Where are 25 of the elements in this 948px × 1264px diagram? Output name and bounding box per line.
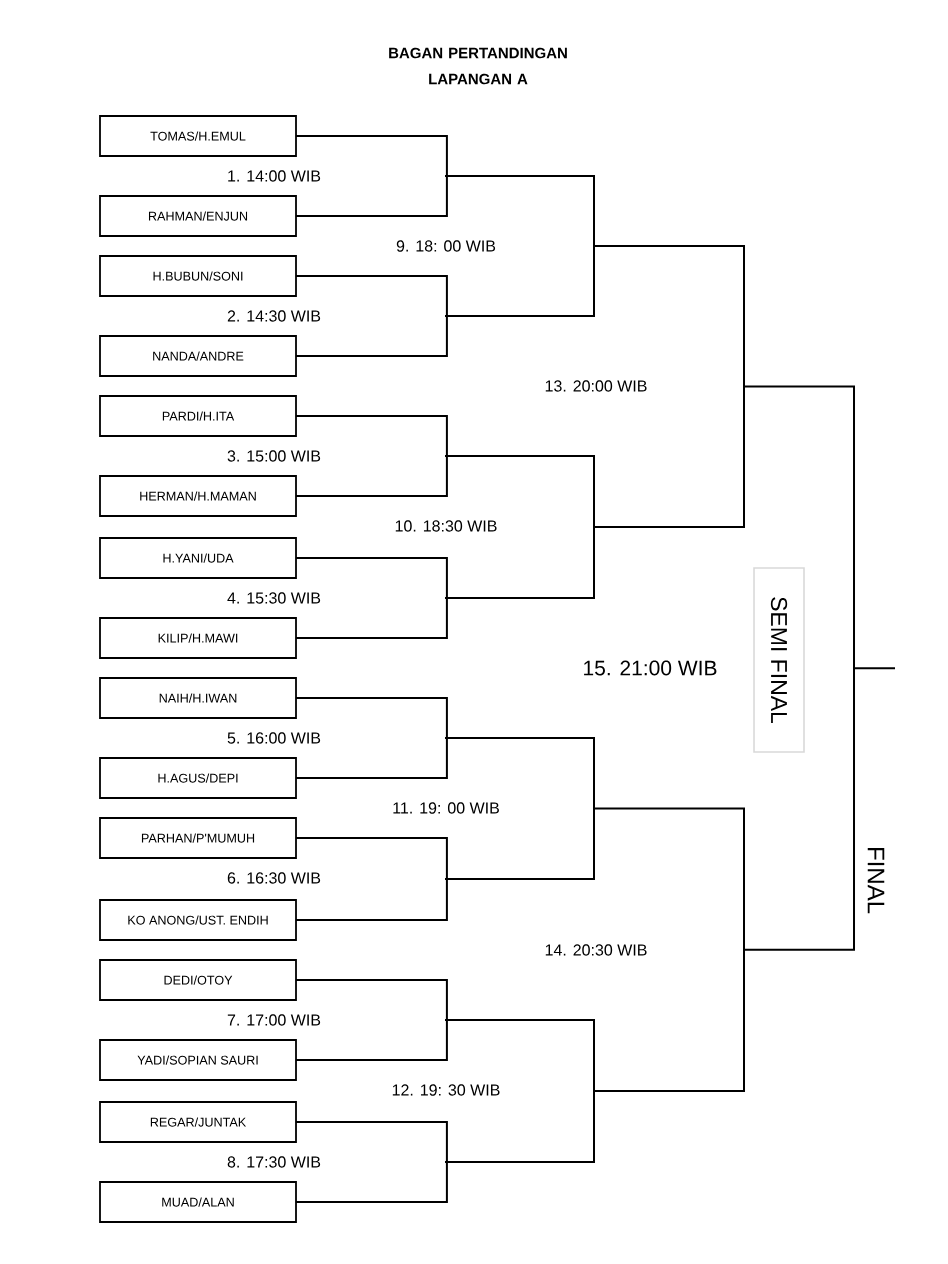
- bracket-line: [295, 837, 448, 921]
- match-time: 2. 14:30 WIB: [227, 310, 321, 322]
- match-time: 14. 20:30 WIB: [545, 944, 647, 956]
- match-time: 7. 17:00 WIB: [227, 1014, 321, 1026]
- final-label: FINAL: [867, 848, 885, 914]
- match-time: 5. 16:00 WIB: [227, 732, 321, 744]
- bracket-line: [295, 557, 448, 639]
- match-time: 13. 20:00 WIB: [545, 380, 647, 392]
- bracket-line: [295, 697, 448, 779]
- bracket-line: [295, 979, 448, 1061]
- match-time: 10. 18:30 WIB: [395, 520, 497, 532]
- match-time: 9. 18: 00 WIB: [396, 240, 496, 252]
- match-time: 12. 19: 30 WIB: [392, 1084, 500, 1096]
- round-label-box: SEMI FINAL: [753, 567, 805, 753]
- match-time: 1. 14:00 WIB: [228, 170, 321, 182]
- bracket-line: [295, 135, 448, 217]
- bracket-line: [295, 1121, 448, 1203]
- match-time: 4. 15:30 WIB: [227, 592, 321, 604]
- match-time: 8. 17:30 WIB: [227, 1156, 321, 1168]
- match-time: 6. 16:30 WIB: [227, 872, 321, 884]
- bracket-line: [295, 415, 448, 497]
- match-time: 15. 21:00 WIB: [584, 660, 717, 676]
- bracket-line: [295, 275, 448, 357]
- match-time: 3. 15:00 WIB: [227, 450, 321, 462]
- match-time: 11. 19: 00 WIB: [393, 802, 499, 814]
